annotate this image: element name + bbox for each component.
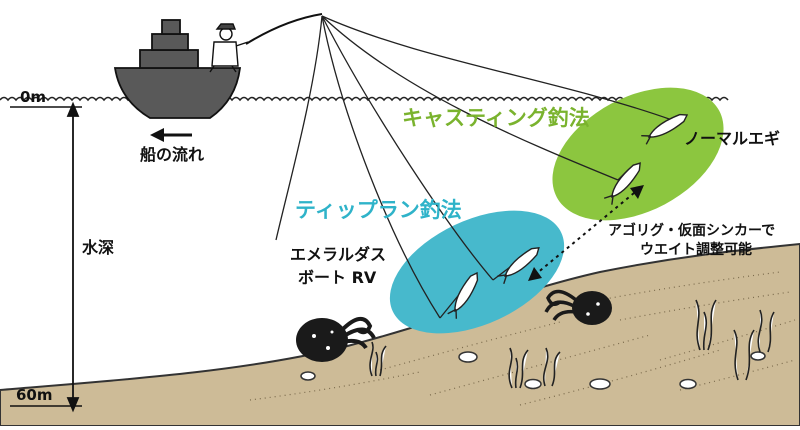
egi-lure [447,113,689,319]
water-surface [0,96,729,102]
fishing-rod [245,13,323,45]
angler [209,23,249,73]
sinker-note-line1: アゴリグ・仮面シンカーで [608,223,776,239]
depth-bottom-label: 60m [16,386,53,404]
casting-method-title: キャスティング釣法 [402,106,590,130]
seaweed [369,299,775,389]
squid-icon [296,289,612,362]
weight-adjust-arrow-icon [528,185,644,281]
seabed-texture [249,271,796,406]
emeraldas-label-line1: エメラルダス [290,245,387,264]
depth-axis-label: 水深 [82,238,115,257]
fishing-lines [275,15,673,319]
seabed-rocks [300,351,766,390]
tipping-zone [389,210,565,334]
drift-arrow-icon [150,128,192,142]
boat [113,19,242,119]
depth-axis [10,101,82,413]
emeraldas-label-line2: ボート RV [298,268,377,287]
tipping-method-title: ティップラン釣法 [295,198,462,222]
boat-drift-label: 船の流れ [140,145,205,164]
casting-zone [552,87,724,221]
depth-surface-label: 0m [20,88,47,106]
normal-egi-label: ノーマルエギ [684,129,781,148]
sinker-note-line2: ウエイト調整可能 [640,242,752,258]
